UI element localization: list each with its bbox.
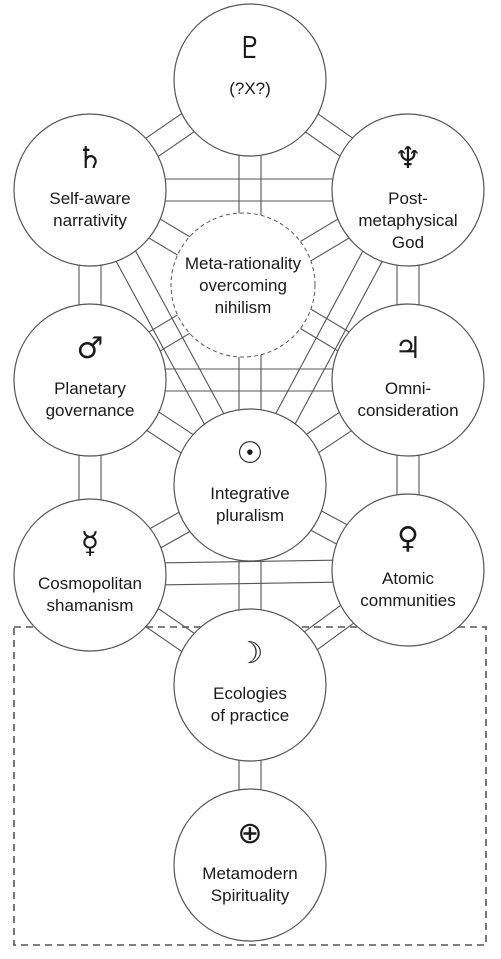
- node-label: Integrative: [210, 484, 289, 503]
- jupiter-icon: ♃: [395, 331, 422, 366]
- node-circle: [173, 608, 327, 762]
- node-circle: [13, 498, 167, 652]
- node-circle: [331, 493, 485, 647]
- node-mars: ♂ Planetary governance: [13, 303, 167, 457]
- moon-icon: ☽: [237, 636, 264, 671]
- pluto-icon: ♇: [237, 31, 264, 66]
- venus-icon: ♀: [397, 521, 419, 556]
- node-saturn: ♄ Self-aware narrativity: [13, 113, 167, 267]
- node-circle: [173, 3, 327, 157]
- node-hidden: Meta-rationality overcoming nihilism: [170, 212, 316, 358]
- mercury-icon: ☿: [81, 526, 99, 561]
- earth-icon: ⊕: [237, 816, 262, 851]
- node-label: Atomic: [382, 569, 434, 588]
- node-pluto: ♇ (?X?): [173, 3, 327, 157]
- node-mercury: ☿ Cosmopolitan shamanism: [13, 498, 167, 652]
- grounding-frame: [13, 626, 487, 946]
- node-label: of practice: [211, 706, 289, 725]
- node-label: Spirituality: [211, 886, 290, 905]
- nodes-layer: ♇ (?X?) ♄ Self-aware narrativity ♆ Post-metaph…: [13, 3, 485, 942]
- node-label: shamanism: [47, 596, 134, 615]
- node-label: Omni-: [385, 379, 431, 398]
- node-label: overcoming: [199, 276, 287, 295]
- node-label: Ecologies: [213, 684, 287, 703]
- mars-icon: ♂: [77, 331, 104, 366]
- node-label: narrativity: [53, 211, 127, 230]
- node-circle: [173, 408, 327, 562]
- node-label: Post-: [388, 189, 428, 208]
- node-label: nihilism: [215, 298, 272, 317]
- node-label: Cosmopolitan: [38, 574, 142, 593]
- node-label: Self-aware: [49, 189, 130, 208]
- neptune-icon: ♆: [395, 141, 422, 176]
- node-label: consideration: [357, 401, 458, 420]
- node-label: metaphysical: [358, 211, 457, 230]
- node-jupiter: ♃ Omni-consideration: [331, 303, 485, 457]
- sun-icon: ☉: [237, 436, 264, 471]
- node-circle: [331, 303, 485, 457]
- saturn-icon: ♄: [77, 141, 104, 176]
- node-circle: [13, 303, 167, 457]
- node-label: communities: [360, 591, 455, 610]
- node-label: Metamodern: [202, 864, 297, 883]
- node-label: Planetary: [54, 379, 126, 398]
- node-circle: [173, 788, 327, 942]
- node-label: governance: [46, 401, 135, 420]
- node-circle: [170, 212, 316, 358]
- node-moon: ☽ Ecologies of practice: [173, 608, 327, 762]
- node-circle: [331, 113, 485, 267]
- node-label: pluralism: [216, 506, 284, 525]
- node-label: God: [392, 233, 424, 252]
- node-sun: ☉ Integrative pluralism: [173, 408, 327, 562]
- node-venus: ♀ Atomic communities: [331, 493, 485, 647]
- node-label: (?X?): [229, 79, 271, 98]
- node-label: Meta-rationality: [185, 254, 302, 273]
- node-circle: [13, 113, 167, 267]
